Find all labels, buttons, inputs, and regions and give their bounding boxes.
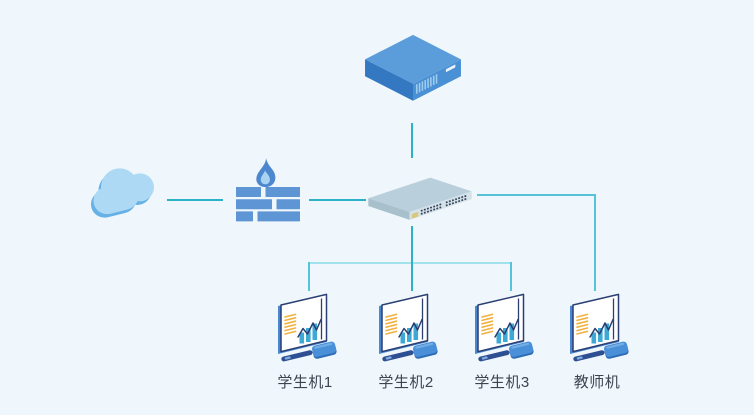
- server-icon: [365, 34, 461, 101]
- node-student-1: 学生机1: [260, 292, 350, 392]
- node-internet: [85, 159, 161, 223]
- computer-label: 学生机2: [378, 374, 434, 391]
- cloud-icon: [91, 168, 154, 218]
- link-cloud-firewall: [167, 199, 223, 201]
- computer-icon: [468, 292, 536, 364]
- switch-label-chip: [411, 211, 419, 219]
- node-student-2: 学生机2: [361, 292, 451, 392]
- node-switch: [364, 174, 476, 226]
- flame-icon: [256, 158, 276, 188]
- link-switch-teacher-h: [477, 194, 596, 196]
- link-switch-teacher-v: [594, 194, 596, 291]
- computer-label: 学生机1: [277, 374, 333, 391]
- switch-ports: [420, 194, 467, 215]
- node-student-3: 学生机3: [457, 292, 547, 392]
- link-server-switch: [411, 123, 413, 158]
- computer-icon: [372, 292, 440, 364]
- node-server: [361, 33, 465, 112]
- computer-label: 学生机3: [474, 374, 530, 391]
- node-teacher: 教师机: [552, 292, 642, 392]
- server-label-chip: [445, 64, 456, 73]
- node-firewall: [236, 157, 300, 223]
- computer-icon: [563, 292, 631, 364]
- link-branch-bus: [308, 262, 512, 264]
- switch-icon: [368, 177, 472, 220]
- link-drop-student2: [411, 262, 413, 291]
- link-drop-student3: [510, 262, 512, 291]
- link-drop-student1: [308, 262, 310, 291]
- link-firewall-switch: [309, 199, 366, 201]
- brick-wall: [236, 187, 300, 222]
- firewall-icon: [236, 158, 300, 222]
- server-vents: [415, 74, 438, 94]
- computer-icon: [271, 292, 339, 364]
- computer-label: 教师机: [573, 374, 621, 391]
- link-switch-down: [411, 226, 413, 263]
